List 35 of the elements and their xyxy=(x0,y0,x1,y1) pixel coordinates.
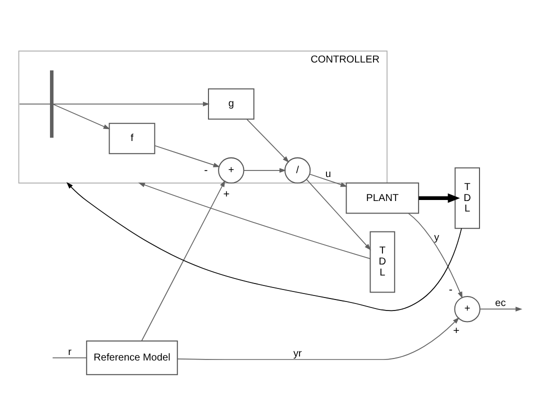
arrow xyxy=(138,182,371,259)
arrow xyxy=(418,192,460,202)
node-box: g xyxy=(208,88,254,120)
node-label: - xyxy=(204,164,208,176)
connector xyxy=(19,103,51,104)
node-bar xyxy=(50,70,54,138)
arrow xyxy=(177,316,460,360)
node-label: - xyxy=(448,283,453,296)
node-circle: + xyxy=(218,156,244,184)
node-circle: + xyxy=(454,295,480,322)
arrow xyxy=(408,212,463,298)
node-label: + xyxy=(223,188,230,200)
node-box: Reference Model xyxy=(86,340,178,375)
node-box: PLANT xyxy=(346,182,420,214)
node-box: f xyxy=(108,122,156,154)
arrow xyxy=(306,178,372,250)
arrow xyxy=(52,103,110,129)
arrow xyxy=(246,118,290,162)
arrow xyxy=(243,168,286,172)
arrow xyxy=(52,101,210,106)
connector xyxy=(52,356,87,358)
node-box: T D L xyxy=(454,166,480,228)
node-label: + xyxy=(453,324,460,337)
edge-label: y xyxy=(434,232,440,244)
edge-label: ec xyxy=(495,298,506,309)
arrow xyxy=(141,180,226,341)
arrow xyxy=(480,306,522,311)
edge-label: yr xyxy=(293,348,302,360)
node-box: T D L xyxy=(370,230,396,292)
edge-label: u xyxy=(325,168,332,180)
arrow xyxy=(154,144,220,167)
node-circle: / xyxy=(284,156,311,184)
edge-label: r xyxy=(68,346,72,358)
arrow xyxy=(309,173,348,186)
arrow xyxy=(66,182,462,311)
